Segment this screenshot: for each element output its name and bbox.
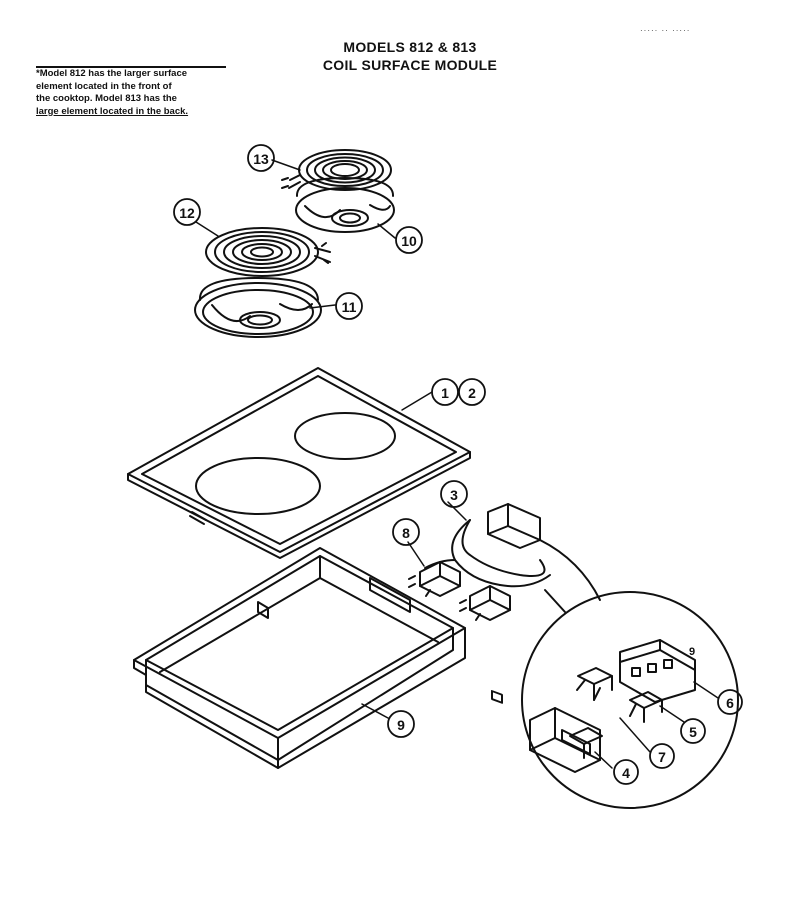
burner-box (133, 547, 466, 769)
callout-circle-9 (387, 710, 415, 738)
terminal-clip-a (576, 667, 613, 701)
page-title: MODELS 812 & 813 COIL SURFACE MODULE (300, 38, 520, 74)
callout-4: 4 (622, 765, 630, 781)
callout-8: 8 (402, 525, 410, 541)
receptacle-upper (408, 561, 461, 597)
callout-circle-2 (458, 378, 486, 406)
callout-circle-1 (431, 378, 459, 406)
callouts (173, 144, 743, 785)
note-line-3: the cooktop. Model 813 has the (36, 93, 177, 104)
callout-10: 10 (401, 233, 417, 249)
large-drip-pan (194, 277, 322, 338)
receptacle-lower (459, 585, 511, 621)
wiring-harness (424, 503, 601, 704)
title-line-models: MODELS 812 & 813 (343, 39, 477, 55)
model-note: *Model 812 has the larger surface elemen… (36, 66, 226, 118)
callout-12: 12 (179, 205, 195, 221)
cooktop-top-frame (127, 367, 471, 559)
corner-code: ····· ·· ····· (640, 26, 691, 35)
detail-mark: 9 (689, 646, 695, 658)
callout-9: 9 (397, 717, 405, 733)
mounting-bracket (529, 707, 601, 773)
callout-6: 6 (726, 695, 734, 711)
callout-1: 1 (441, 385, 449, 401)
callout-circle-4 (613, 759, 639, 785)
detail-magnifier (521, 589, 739, 809)
terminal-clip-c (569, 727, 603, 759)
title-line-module: COIL SURFACE MODULE (322, 57, 498, 73)
note-line-2: element located in the front of (36, 80, 172, 92)
terminal-clip-b (629, 691, 663, 723)
callout-13: 13 (253, 151, 269, 167)
small-drip-pan (295, 177, 395, 233)
callout-circle-10 (395, 226, 423, 254)
callout-circle-3 (440, 480, 468, 508)
callout-circle-7 (649, 743, 675, 769)
callout-3: 3 (450, 487, 458, 503)
note-line-4: large element located in the back. (36, 105, 189, 117)
callout-leaders (195, 159, 719, 769)
callout-2: 2 (468, 385, 476, 401)
note-line-1: *Model 812 has the larger surface (36, 68, 188, 79)
terminal-block (619, 639, 696, 703)
large-coil-element (205, 227, 331, 277)
callout-circle-6 (717, 689, 743, 715)
callout-circle-11 (335, 292, 363, 320)
callout-5: 5 (689, 724, 697, 740)
callout-circle-5 (680, 718, 706, 744)
callout-7: 7 (658, 749, 666, 765)
callout-circle-12 (173, 198, 201, 226)
callout-circle-13 (247, 144, 275, 172)
callout-circle-8 (392, 518, 420, 546)
callout-11: 11 (342, 299, 357, 315)
